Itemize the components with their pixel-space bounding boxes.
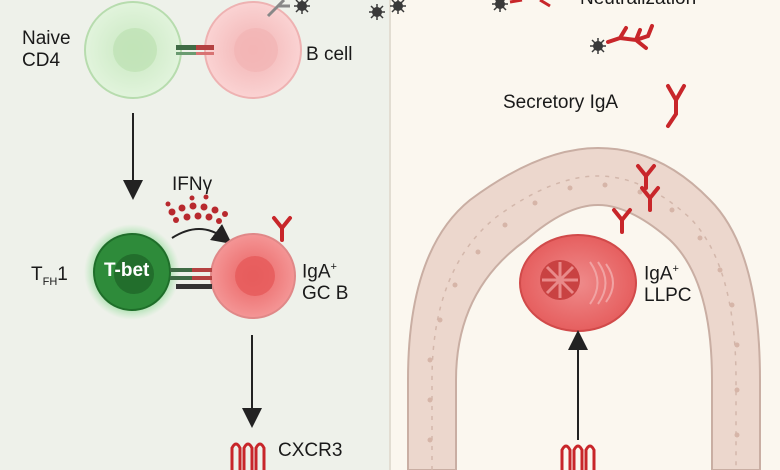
gc-b-cell bbox=[210, 233, 296, 319]
cxcr3-label: CXCR3 bbox=[278, 440, 343, 461]
tfh1-label: TFH1 bbox=[31, 264, 68, 288]
tfh1-gcb-contacts bbox=[170, 268, 212, 289]
secretory-iga-label: Secretory IgA bbox=[503, 92, 619, 113]
secretory-iga-legend-icon bbox=[666, 84, 686, 128]
tfh1-cell bbox=[84, 224, 180, 320]
left-panel-bg bbox=[0, 0, 390, 470]
naive-cd4-label: Naive CD4 bbox=[22, 28, 71, 71]
tbet-label: T-bet bbox=[104, 260, 150, 281]
iga-gc-b-label: IgA+ GC B bbox=[302, 261, 349, 305]
naive-cd4-cell bbox=[84, 1, 182, 99]
virus-icon bbox=[589, 37, 607, 55]
virus-icon bbox=[368, 3, 386, 21]
iga-llpc-cell bbox=[519, 234, 637, 332]
ifng-arrow-icon bbox=[171, 224, 233, 244]
b-cell bbox=[204, 1, 302, 99]
b-cell-bcr bbox=[266, 0, 290, 18]
neutralization-label: Neutralization bbox=[580, 0, 696, 10]
neutralizing-iga-dimer-icon bbox=[606, 24, 654, 50]
ifng-label: IFNγ bbox=[172, 174, 213, 195]
epithelium-villus bbox=[407, 146, 761, 470]
cxcr3-receptor-icon bbox=[230, 442, 266, 470]
ifng-cytokine-dots bbox=[165, 194, 228, 224]
antibody-fragment-icon bbox=[509, 0, 551, 8]
b-cell-label: B cell bbox=[306, 44, 353, 65]
cxcr3-receptor-icon bbox=[560, 444, 596, 470]
iga-llpc-label: IgA+ LLPC bbox=[644, 263, 692, 307]
tcr-mhc-contact bbox=[176, 45, 214, 55]
